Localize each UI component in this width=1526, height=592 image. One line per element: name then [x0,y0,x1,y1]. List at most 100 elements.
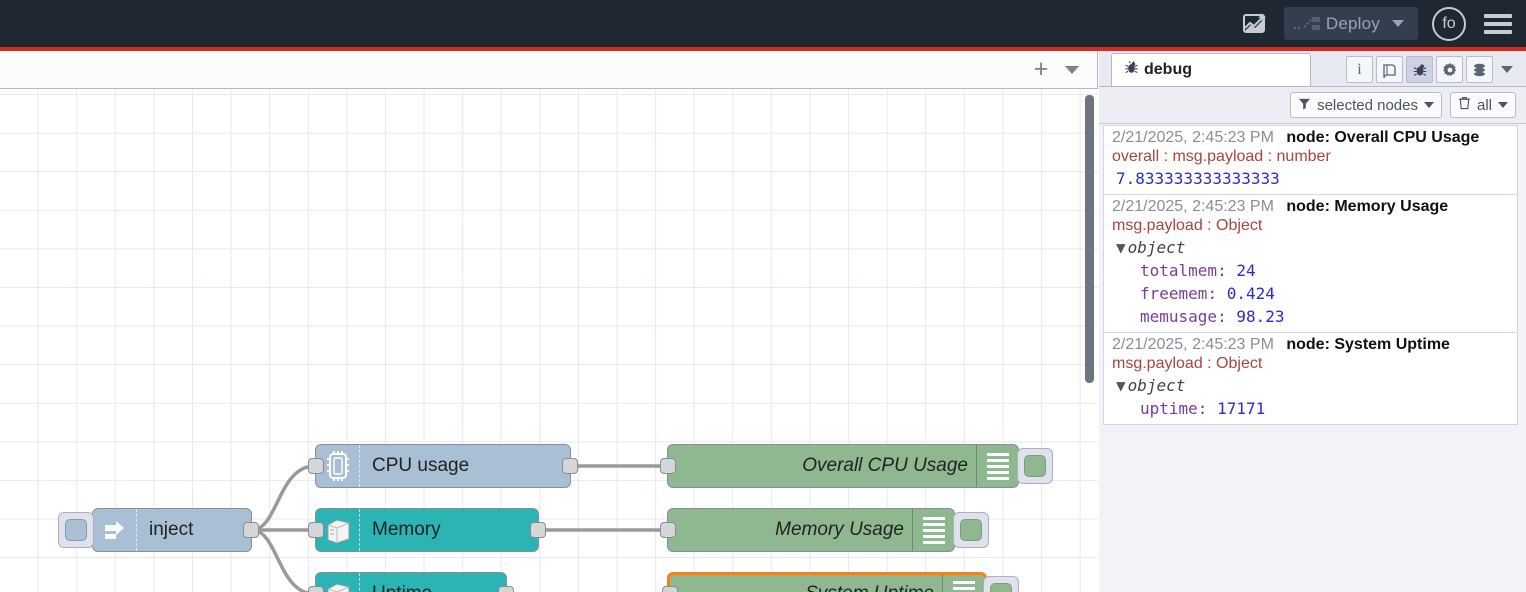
flow-canvas[interactable]: inject CPU usage [0,89,1098,592]
top-header: Deploy fo [0,0,1526,47]
debug-toolbar: selected nodes all [1099,87,1526,124]
wire-inject-uptime [252,530,315,592]
chevron-down-icon[interactable] [1392,20,1404,27]
debug-filter-button[interactable]: selected nodes [1290,92,1442,118]
debug-message-list[interactable]: 2/21/2025, 2:45:23 PM node: Overall CPU … [1099,125,1526,592]
bug-icon[interactable] [1406,56,1433,83]
node-label-uptime: Uptime [360,583,506,592]
port-out-inject[interactable] [243,522,259,538]
port-in-memory[interactable] [308,522,324,538]
node-inject[interactable]: inject [92,508,252,552]
debug-property-row: freemem: 0.424 [1112,284,1511,303]
sidebar-tab-bar: debug i [1099,51,1526,87]
debug-property-row: totalmem: 24 [1112,261,1511,280]
debug-source-node[interactable]: node: Memory Usage [1286,198,1448,215]
debug-source-node[interactable]: node: Overall CPU Usage [1286,129,1479,146]
hamburger-menu-icon[interactable] [1484,10,1512,38]
wire-inject-cpu [252,466,315,530]
debug-toggle-system-uptime[interactable] [983,576,1019,592]
info-icon[interactable]: i [1346,56,1373,83]
flow-tab-bar: + [0,51,1097,89]
chevron-down-icon[interactable] [1498,102,1508,108]
book-icon[interactable] [1376,56,1403,83]
debug-toggle-memory-usage[interactable] [953,512,989,548]
node-overall-cpu-usage[interactable]: Overall CPU Usage [667,444,1019,488]
avatar-initials: fo [1442,15,1455,33]
triangle-down-icon: ▼ [1116,238,1126,257]
debug-timestamp: 2/21/2025, 2:45:23 PM [1112,129,1274,146]
port-in-system-uptime[interactable] [662,586,678,592]
workspace: + [0,51,1098,592]
debug-object-toggle[interactable]: ▼object [1112,238,1511,257]
port-in-uptime[interactable] [308,586,324,592]
debug-object-label: object [1128,238,1186,257]
flow-list-chevron-down-icon[interactable] [1057,55,1087,85]
node-label-memory: Memory [360,519,538,541]
bug-icon [1124,60,1139,80]
debug-message[interactable]: 2/21/2025, 2:45:23 PM node: Overall CPU … [1103,125,1518,195]
debug-object-toggle[interactable]: ▼object [1112,376,1511,395]
debug-property-row: uptime: 17171 [1112,399,1511,418]
debug-lines-icon [912,509,954,551]
debug-message[interactable]: 2/21/2025, 2:45:23 PM node: System Uptim… [1103,333,1518,425]
chevron-down-icon[interactable] [1424,102,1434,108]
debug-property-key: uptime [1140,399,1198,418]
sidebar-icon-group: i [1346,56,1526,86]
node-label-cpu-usage: CPU usage [360,455,570,477]
debug-message[interactable]: 2/21/2025, 2:45:23 PM node: Memory Usage… [1103,195,1518,333]
debug-topic: msg.payload : Object [1112,217,1511,235]
node-memory-usage[interactable]: Memory Usage [667,508,955,552]
debug-property-key: memusage [1140,307,1217,326]
flow-magic-icon[interactable] [1236,5,1274,43]
debug-value: 7.833333333333333 [1112,169,1511,188]
debug-property-value: 98.23 [1236,307,1284,326]
node-label-system-uptime: System Uptime [670,583,942,592]
debug-message-header: 2/21/2025, 2:45:23 PM node: Memory Usage [1112,198,1511,216]
debug-topic: msg.payload : Object [1112,355,1511,373]
port-in-overall-cpu-usage[interactable] [660,458,676,474]
port-in-memory-usage[interactable] [660,522,676,538]
debug-property-row: memusage: 98.23 [1112,307,1511,326]
node-label-inject: inject [137,519,251,541]
inject-trigger-button[interactable] [58,512,94,548]
stack-icon[interactable] [1466,56,1493,83]
port-out-cpu-usage[interactable] [562,458,578,474]
user-avatar[interactable]: fo [1432,7,1466,41]
debug-property-value: 17171 [1217,399,1265,418]
debug-property-key: freemem [1140,284,1207,303]
node-cpu-usage[interactable]: CPU usage [315,444,571,488]
right-sidebar: debug i [1099,51,1526,592]
debug-clear-button[interactable]: all [1450,92,1516,118]
trash-icon [1458,96,1471,114]
debug-timestamp: 2/21/2025, 2:45:23 PM [1112,336,1274,353]
debug-source-node[interactable]: node: System Uptime [1286,336,1450,353]
sidebar-more-chevron-down-icon[interactable] [1496,66,1518,73]
debug-topic: overall : msg.payload : number [1112,148,1511,166]
node-label-overall-cpu-usage: Overall CPU Usage [668,455,976,477]
node-uptime[interactable]: Uptime [315,572,507,592]
debug-property-value: 0.424 [1227,284,1275,303]
debug-property-value: 24 [1236,261,1255,280]
debug-object-label: object [1128,376,1186,395]
debug-property-key: totalmem [1140,261,1217,280]
port-in-cpu-usage[interactable] [308,458,324,474]
deploy-icon [1290,13,1324,35]
debug-timestamp: 2/21/2025, 2:45:23 PM [1112,198,1274,215]
port-out-memory[interactable] [530,522,546,538]
inject-arrow-icon [93,509,137,551]
node-memory[interactable]: Memory [315,508,539,552]
triangle-down-icon: ▼ [1116,376,1126,395]
add-flow-button[interactable]: + [1025,55,1057,85]
deploy-button[interactable]: Deploy [1284,7,1418,40]
debug-filter-label: selected nodes [1317,97,1418,114]
node-system-uptime[interactable]: System Uptime [667,572,987,592]
deploy-label: Deploy [1324,14,1392,34]
port-out-uptime[interactable] [498,586,514,592]
gear-icon[interactable] [1436,56,1463,83]
canvas-vertical-scrollbar[interactable] [1085,95,1094,383]
debug-toggle-overall-cpu-usage[interactable] [1017,448,1053,484]
node-label-memory-usage: Memory Usage [668,519,912,541]
tab-debug[interactable]: debug [1111,53,1311,86]
debug-message-header: 2/21/2025, 2:45:23 PM node: System Uptim… [1112,336,1511,354]
